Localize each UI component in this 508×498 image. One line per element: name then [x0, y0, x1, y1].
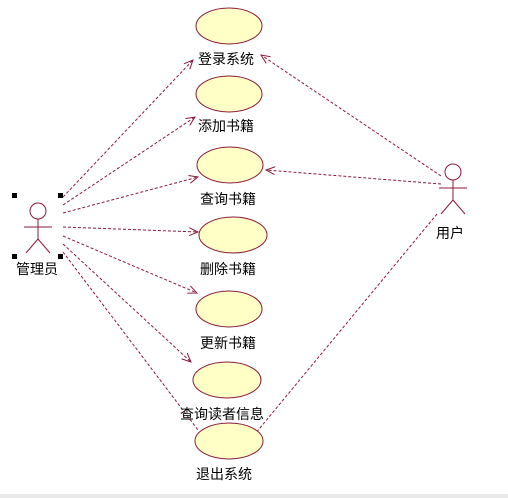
selection-handle-top-left[interactable] — [12, 193, 17, 198]
selection-handles — [12, 193, 63, 259]
use-case-label-add-book: 添加书籍 — [198, 119, 254, 135]
bottom-border — [0, 494, 508, 498]
actor-user-figure[interactable] — [439, 163, 467, 215]
actor-figures — [24, 163, 467, 254]
use-case-logout[interactable] — [194, 422, 264, 460]
selection-handle-top-right[interactable] — [58, 193, 63, 198]
use-case-add-book[interactable] — [195, 75, 263, 113]
association-admin-add-book[interactable] — [62, 117, 195, 206]
association-admin-delete-book[interactable] — [62, 226, 198, 232]
use-case-query-book[interactable] — [196, 146, 264, 184]
use-case-label-query-book: 查询书籍 — [200, 192, 256, 208]
use-case-update-book[interactable] — [195, 290, 263, 328]
association-admin-login[interactable] — [62, 60, 193, 198]
use-case-label-query-reader: 查询读者信息 — [180, 407, 264, 423]
selection-handle-bottom-right[interactable] — [58, 254, 63, 259]
association-user-login[interactable] — [261, 55, 442, 177]
association-lines — [62, 55, 442, 441]
association-admin-query-book[interactable] — [62, 177, 198, 214]
use-case-shapes — [192, 7, 268, 460]
use-case-login[interactable] — [195, 7, 263, 45]
use-case-label-login: 登录系统 — [198, 52, 254, 68]
association-admin-update-book[interactable] — [62, 235, 197, 293]
use-case-label-logout: 退出系统 — [196, 467, 252, 483]
use-case-query-reader[interactable] — [192, 361, 262, 399]
use-case-label-delete-book: 删除书籍 — [200, 262, 256, 278]
actor-admin-figure[interactable] — [24, 202, 52, 254]
association-admin-logout[interactable] — [62, 251, 199, 431]
selection-handle-bottom-left[interactable] — [12, 254, 17, 259]
association-admin-query-reader[interactable] — [62, 243, 191, 362]
association-user-query-book[interactable] — [266, 170, 442, 185]
use-case-label-update-book: 更新书籍 — [200, 336, 256, 352]
actor-label-user: 用户 — [436, 226, 464, 242]
actor-label-admin: 管理员 — [16, 262, 58, 278]
association-user-logout[interactable] — [249, 213, 438, 441]
use-case-delete-book[interactable] — [198, 216, 268, 254]
